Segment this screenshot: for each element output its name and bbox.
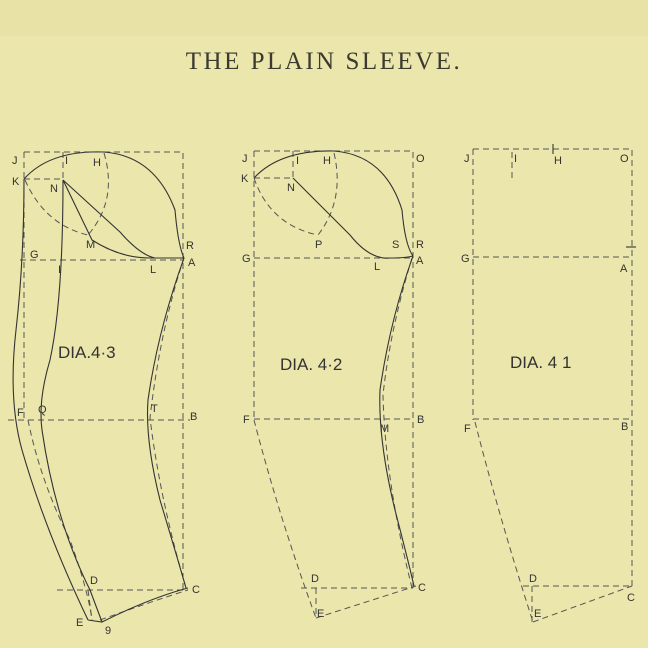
label-L: L [150, 264, 156, 276]
label-A: A [620, 263, 628, 275]
label-Q: Q [38, 404, 47, 416]
label-O: O [620, 153, 629, 165]
diagram-4-1: J I H O G A F B D C E DIA. 4 1 [461, 144, 636, 623]
diagram-caption: DIA. 4 1 [510, 353, 571, 372]
label-G: G [461, 253, 470, 265]
label-G: G [242, 253, 251, 265]
label-F: F [464, 423, 471, 435]
label-D: D [90, 575, 98, 587]
label-G: G [30, 249, 39, 261]
label-E: E [76, 617, 83, 629]
label-L: L [374, 261, 380, 273]
label-B: B [621, 421, 628, 433]
label-K: K [12, 176, 20, 188]
label-T: T [151, 403, 158, 415]
label-F: F [243, 414, 250, 426]
diagram-caption: DIA. 4·2 [280, 355, 342, 374]
label-9: 9 [105, 625, 111, 637]
page-title: THE PLAIN SLEEVE. [185, 48, 463, 75]
label-M: M [86, 239, 95, 251]
label-I: I [296, 155, 299, 167]
label-J: J [12, 155, 18, 167]
label-B: B [190, 411, 197, 423]
label-F: F [17, 407, 24, 419]
label-I-lower: I [58, 264, 61, 276]
label-A: A [188, 257, 196, 269]
label-H: H [93, 157, 101, 169]
label-J: J [464, 153, 470, 165]
diagram-4-2: J I H O K N P S R G L A F M B D C E DIA.… [241, 150, 426, 620]
label-C: C [627, 592, 635, 604]
label-C: C [418, 582, 426, 594]
label-E: E [317, 608, 324, 620]
label-C: C [192, 584, 200, 596]
label-S: S [392, 239, 399, 251]
label-I: I [514, 153, 517, 165]
label-A: A [416, 255, 424, 267]
label-D: D [529, 573, 537, 585]
label-R: R [186, 240, 194, 252]
label-H: H [554, 155, 562, 167]
label-K: K [241, 173, 249, 185]
label-I: I [65, 155, 68, 167]
label-N: N [50, 183, 58, 195]
page-top-band [0, 0, 648, 36]
label-P: P [315, 239, 322, 251]
label-J: J [242, 153, 248, 165]
diagram-caption: DIA.4·3 [58, 343, 116, 362]
label-H: H [323, 155, 331, 167]
label-R: R [416, 239, 424, 251]
label-N: N [287, 182, 295, 194]
label-D: D [311, 573, 319, 585]
label-O: O [416, 153, 425, 165]
label-B: B [417, 414, 424, 426]
diagram-4-3: J I H K N M R G I L A F Q T B D C E 9 DI… [8, 151, 200, 637]
label-E: E [534, 608, 541, 620]
label-M: M [380, 423, 389, 435]
